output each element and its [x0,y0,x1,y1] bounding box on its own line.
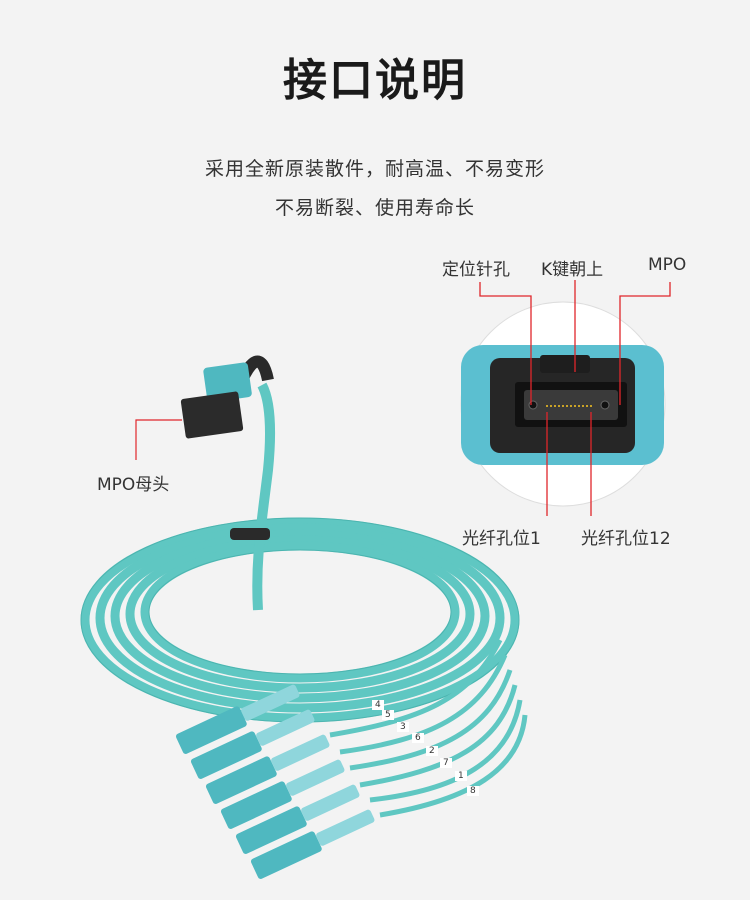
breakout-fibers [329,638,528,818]
fiber-tag: 5 [382,710,394,720]
subtitle-line-1: 采用全新原装散件，耐高温、不易变形 [204,158,545,180]
subtitle-line-2: 不易断裂、使用寿命长 [274,197,475,219]
trunk-cable [252,382,275,611]
fiber-tag: 7 [440,758,452,768]
label-fiber-pos-12: 光纤孔位12 [581,529,671,549]
page-title: 接口说明 [283,55,467,106]
fiber-tag: 2 [426,746,438,756]
fiber-tag: 8 [467,786,479,796]
lc-connectors [175,684,375,879]
label-key-up: K键朝上 [541,260,604,280]
fiber-tag: 3 [397,722,409,732]
mpo-face-closeup [460,301,666,507]
cable-coil [80,517,520,723]
callout-line-mpo-female [135,419,182,460]
mpo-female-connector [180,355,274,439]
fiber-tag: 6 [412,733,424,743]
label-fiber-pos-1: 光纤孔位1 [462,529,541,549]
callout-lines-closeup [479,280,671,516]
label-mpo: MPO [648,255,687,275]
breakout-sleeve [230,528,270,540]
fiber-tag: 1 [455,771,467,781]
fiber-tag: 4 [372,700,384,710]
label-guide-pin-hole: 定位针孔 [442,260,510,280]
label-mpo-female: MPO母头 [97,475,170,495]
